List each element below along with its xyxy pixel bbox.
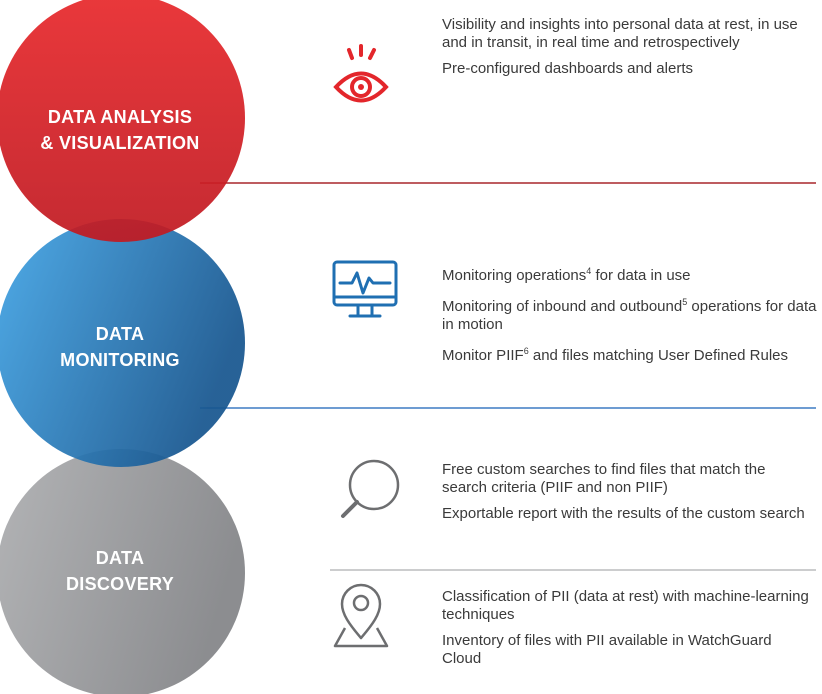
label-line: DATA <box>95 324 145 344</box>
monitoring-description: Monitoring operations4 for data in use M… <box>442 262 817 365</box>
circle-data-analysis <box>0 0 245 242</box>
label-data-analysis: DATA ANALYSIS & VISUALIZATION <box>0 104 240 156</box>
discovery-search-description: Free custom searches to find files that … <box>442 461 812 523</box>
circle-data-discovery <box>0 449 245 694</box>
analysis-item: Visibility and insights into personal da… <box>442 16 798 51</box>
label-line: DATA <box>95 548 145 568</box>
circle-data-monitoring <box>0 219 245 467</box>
discovery-classification-description: Classification of PII (data at rest) wit… <box>442 588 812 668</box>
discovery-item: Free custom searches to find files that … <box>442 461 766 496</box>
discovery-item: Exportable report with the results of th… <box>442 505 805 522</box>
discovery-item: Inventory of files with PII available in… <box>442 632 772 667</box>
label-data-monitoring: DATA MONITORING <box>0 321 240 373</box>
label-line: & VISUALIZATION <box>40 133 200 153</box>
analysis-description: Visibility and insights into personal da… <box>442 16 812 78</box>
analysis-item: Pre-configured dashboards and alerts <box>442 60 693 77</box>
discovery-item: Classification of PII (data at rest) wit… <box>442 588 809 623</box>
monitoring-item: Monitor PIIF6 and files matching User De… <box>442 346 788 364</box>
label-line: DISCOVERY <box>65 574 175 594</box>
label-data-discovery: DATA DISCOVERY <box>0 545 240 597</box>
monitor-pulse-icon <box>332 260 398 318</box>
eye-icon <box>333 44 389 103</box>
monitoring-item: Monitoring of inbound and outbound5 oper… <box>442 297 817 333</box>
magnifier-icon <box>341 459 400 518</box>
label-line: DATA ANALYSIS <box>47 107 193 127</box>
label-line: MONITORING <box>60 350 180 370</box>
monitoring-item: Monitoring operations4 for data in use <box>442 266 691 284</box>
map-pin-icon <box>333 583 389 648</box>
